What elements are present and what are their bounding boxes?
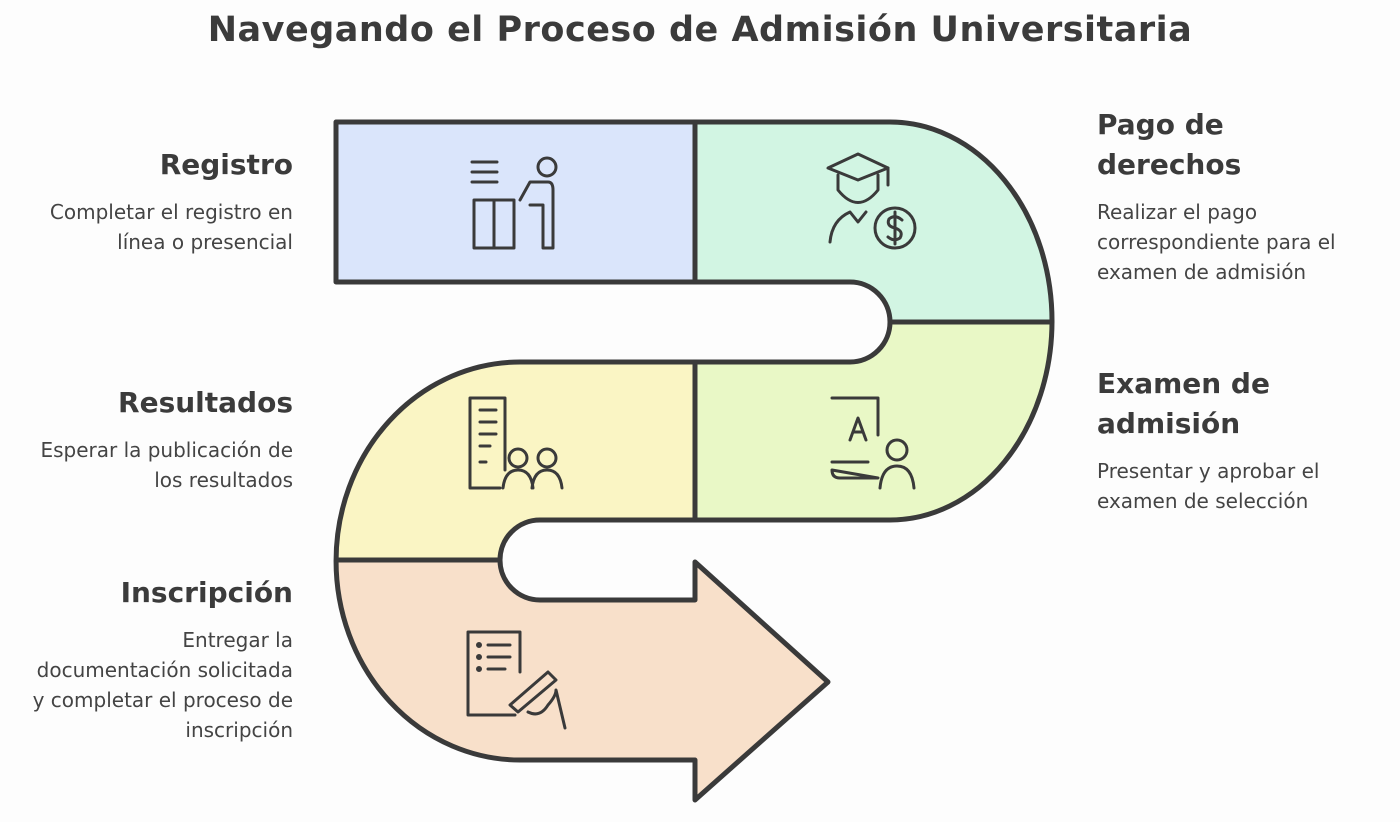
step-registro: Registro Completar el registro en línea … [23, 145, 293, 257]
segment-examen-fill [695, 322, 1052, 542]
page-title: Navegando el Proceso de Admisión Univers… [207, 10, 1193, 50]
segment-registro-fill [336, 122, 695, 305]
step-description: Esperar la publicación de los resultados [40, 438, 293, 492]
step-description: Presentar y aprobar el examen de selecci… [1097, 459, 1320, 513]
step-description: Completar el registro en línea o presenc… [49, 200, 293, 254]
step-inscripcion: Inscripción Entregar la documentación so… [23, 573, 293, 745]
step-title: Resultados [118, 386, 293, 419]
step-pago: Pago de derechos Realizar el pago corres… [1097, 105, 1387, 287]
step-description: Entregar la documentación solicitada y c… [32, 628, 293, 742]
step-title: Inscripción [120, 576, 293, 609]
exam-book-person-icon [830, 396, 916, 490]
step-description: Realizar el pago correspondiente para el… [1097, 200, 1336, 284]
person-at-desk-icon [470, 156, 558, 250]
document-signing-icon [466, 630, 567, 730]
graduate-payment-icon [826, 152, 917, 250]
step-examen: Examen de admisión Presentar y aprobar e… [1097, 364, 1387, 516]
step-title: Registro [159, 148, 293, 181]
step-title: Pago de derechos [1097, 108, 1242, 181]
step-title: Examen de admisión [1097, 367, 1270, 440]
results-document-people-icon [468, 396, 564, 490]
step-resultados: Resultados Esperar la publicación de los… [23, 383, 293, 495]
